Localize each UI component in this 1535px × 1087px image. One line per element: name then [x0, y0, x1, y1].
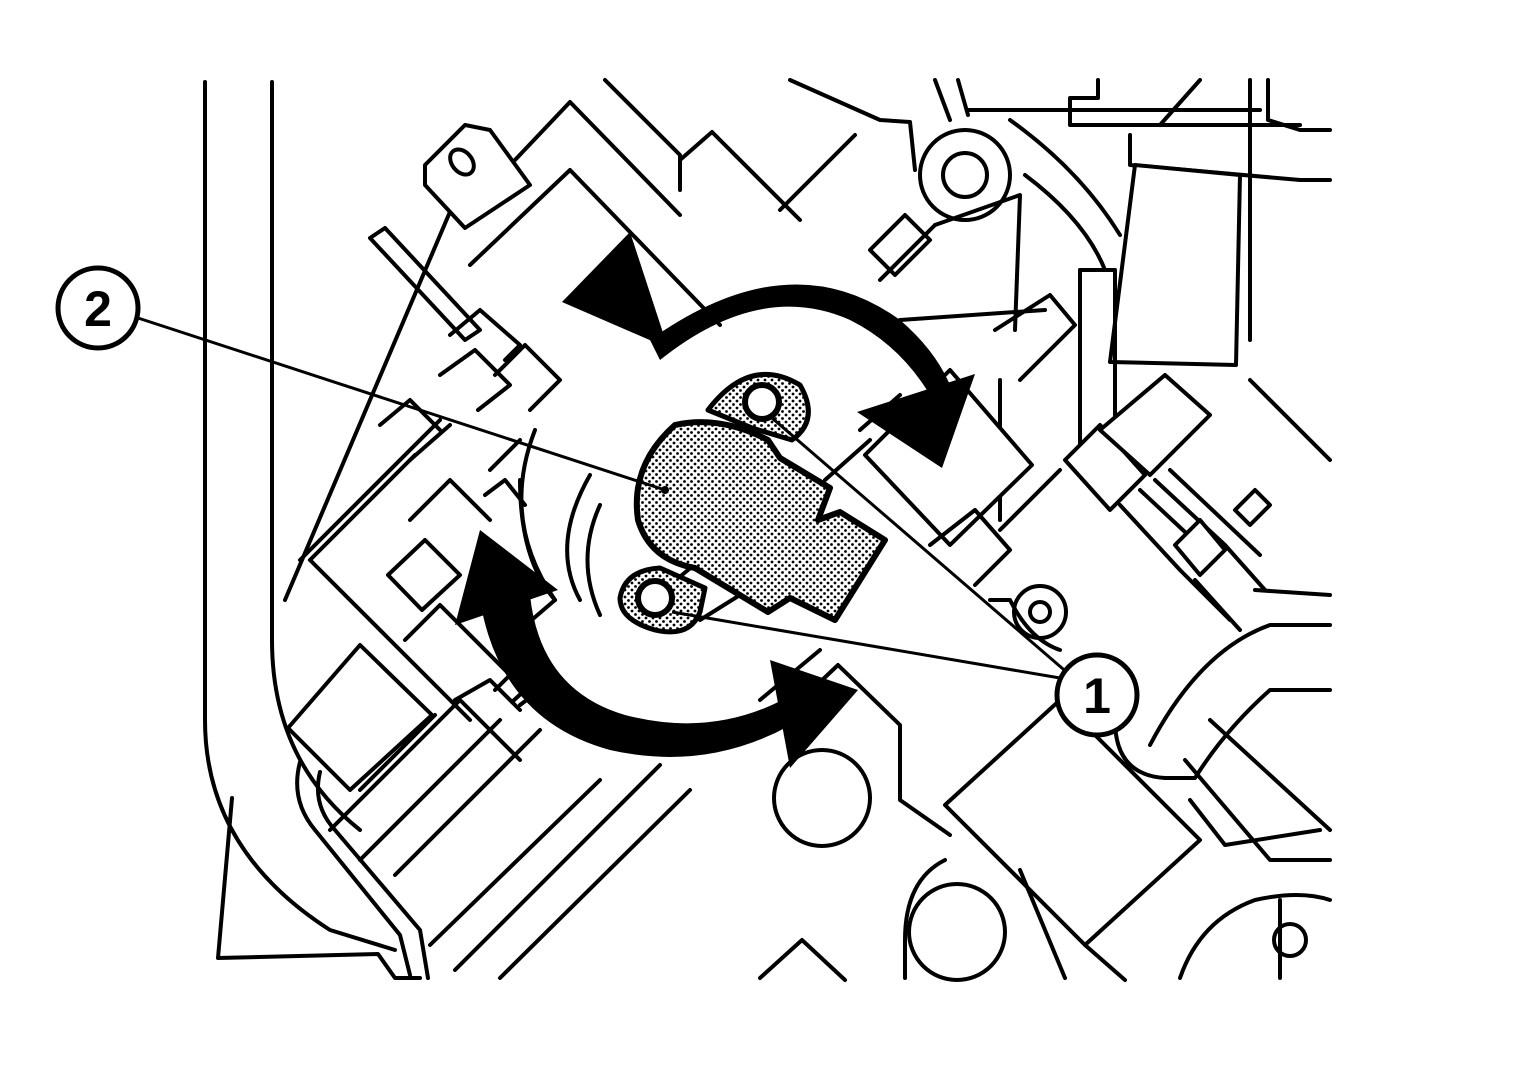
housing-linework — [203, 78, 1332, 982]
callout-1: 1 — [1054, 652, 1140, 738]
rotation-arrow-lower — [455, 530, 858, 768]
leader-lines — [137, 316, 1071, 680]
callout-1-label: 1 — [1083, 668, 1111, 724]
rotation-arrow-upper — [562, 232, 975, 468]
mounting-bolt-lower — [635, 578, 675, 618]
sensor-assembly — [617, 371, 888, 635]
sensor-body — [633, 419, 888, 623]
callout-2: 2 — [55, 265, 141, 351]
mounting-bolt-upper — [742, 382, 782, 422]
callout-2-label: 2 — [84, 281, 112, 337]
